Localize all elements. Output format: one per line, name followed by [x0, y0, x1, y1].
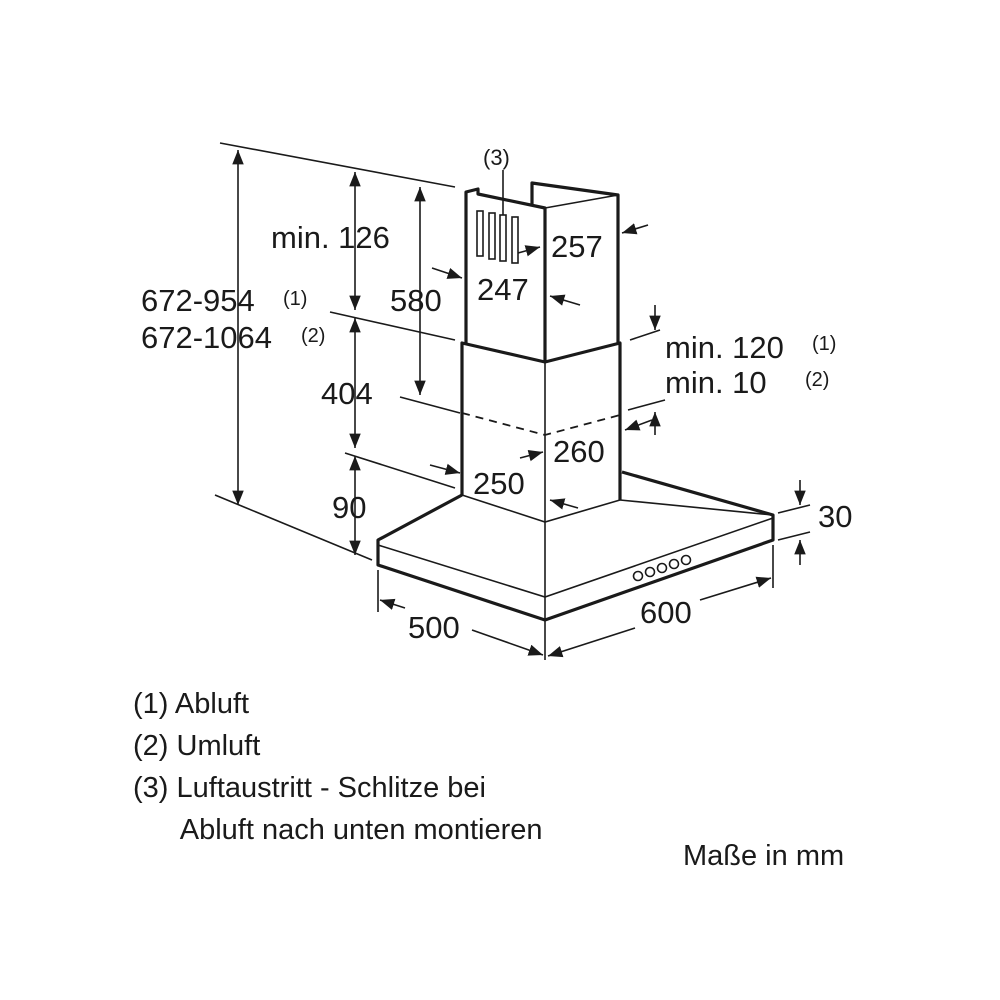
dim-90-label: 90	[332, 490, 366, 525]
min-126-label: min. 126	[271, 220, 390, 255]
legend-item: Abluft nach unten montieren	[133, 814, 542, 846]
control-buttons	[632, 554, 692, 582]
legend: (1) Abluft (2) Umluft (3) Luftaustritt -…	[133, 688, 542, 846]
dimension-lines	[214, 142, 811, 658]
dim-247-label: 247	[477, 272, 529, 307]
dim-404-label: 404	[321, 376, 373, 411]
min-120-label: min. 120	[665, 330, 784, 365]
legend-item: (2) Umluft	[133, 730, 260, 762]
total-height-1-note: (1)	[283, 288, 307, 310]
dim-580-label: 580	[390, 283, 442, 318]
dim-250-label: 250	[473, 466, 525, 501]
total-height-1-label: 672-954	[141, 283, 255, 318]
min-120-note: (1)	[812, 333, 836, 355]
hood-outline	[376, 181, 775, 660]
min-10-note: (2)	[805, 369, 829, 391]
vent-marker-label: (3)	[483, 145, 510, 170]
units-note: Maße in mm	[683, 840, 844, 872]
dim-260-label: 260	[553, 434, 605, 469]
dim-500-label: 500	[408, 610, 460, 645]
total-height-2-note: (2)	[301, 325, 325, 347]
dim-30-label: 30	[818, 499, 852, 534]
total-height-2-label: 672-1064	[141, 320, 272, 355]
vent-slots	[476, 210, 519, 264]
legend-item: (3) Luftaustritt - Schlitze bei	[133, 772, 486, 804]
min-10-label: min. 10	[665, 365, 767, 400]
dim-600-label: 600	[640, 595, 692, 630]
legend-item: (1) Abluft	[133, 688, 249, 720]
dim-257-label: 257	[551, 229, 603, 264]
